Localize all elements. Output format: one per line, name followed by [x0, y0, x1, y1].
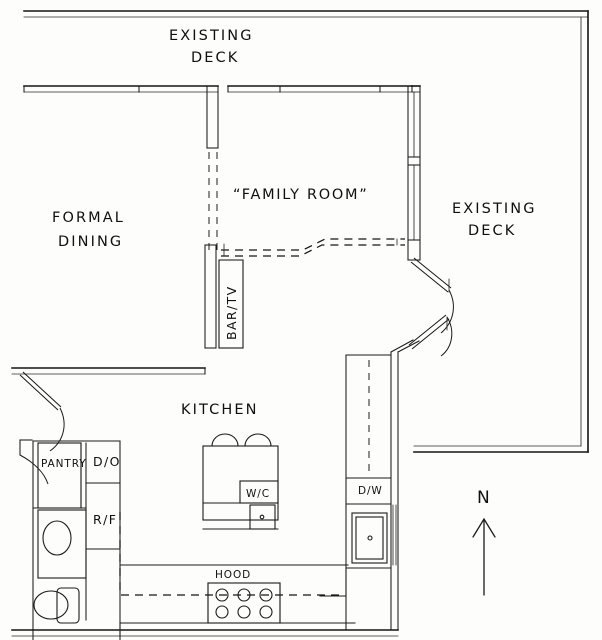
label-existing-deck-top-line1: EXISTING [169, 28, 254, 44]
dining-family-divider [208, 152, 218, 250]
kitchen-east-run [319, 339, 420, 631]
label-wine-cooler: W/C [246, 488, 270, 500]
house-north-wall [23, 85, 421, 149]
formal-dining-south-wall [11, 367, 206, 485]
label-existing-deck-top-line2: DECK [191, 50, 239, 66]
label-existing-deck-right-line1: EXISTING [452, 201, 537, 217]
kitchen-island [202, 433, 279, 530]
label-formal-dining-line1: FORMAL [52, 210, 125, 226]
label-north: N [477, 488, 490, 508]
family-room-french-doors [408, 257, 454, 357]
family-room-east-wall [407, 85, 421, 261]
label-kitchen: KITCHEN [181, 402, 259, 418]
label-bar-tv: BAR/TV [224, 285, 239, 340]
label-refrigerator-freezer: R/F [93, 512, 117, 527]
label-formal-dining-line2: DINING [58, 234, 123, 250]
kitchen-south-wall [11, 622, 399, 637]
label-dishwasher: D/W [358, 485, 383, 497]
existing-deck-right-outline [413, 10, 589, 453]
label-pantry: PANTRY [41, 458, 87, 470]
label-existing-deck-right-line2: DECK [468, 223, 516, 239]
north-arrow [472, 517, 496, 596]
bar-tv-wall [204, 244, 244, 349]
kitchen-west-cabinets [32, 440, 121, 640]
existing-deck-top-outline [23, 10, 589, 18]
family-room-soffit-dashed [221, 238, 405, 257]
label-hood: HOOD [215, 569, 251, 581]
cooktop-assembly [207, 582, 281, 624]
label-family-room: “FAMILY ROOM” [233, 187, 368, 203]
label-double-oven: D/O [93, 454, 121, 469]
